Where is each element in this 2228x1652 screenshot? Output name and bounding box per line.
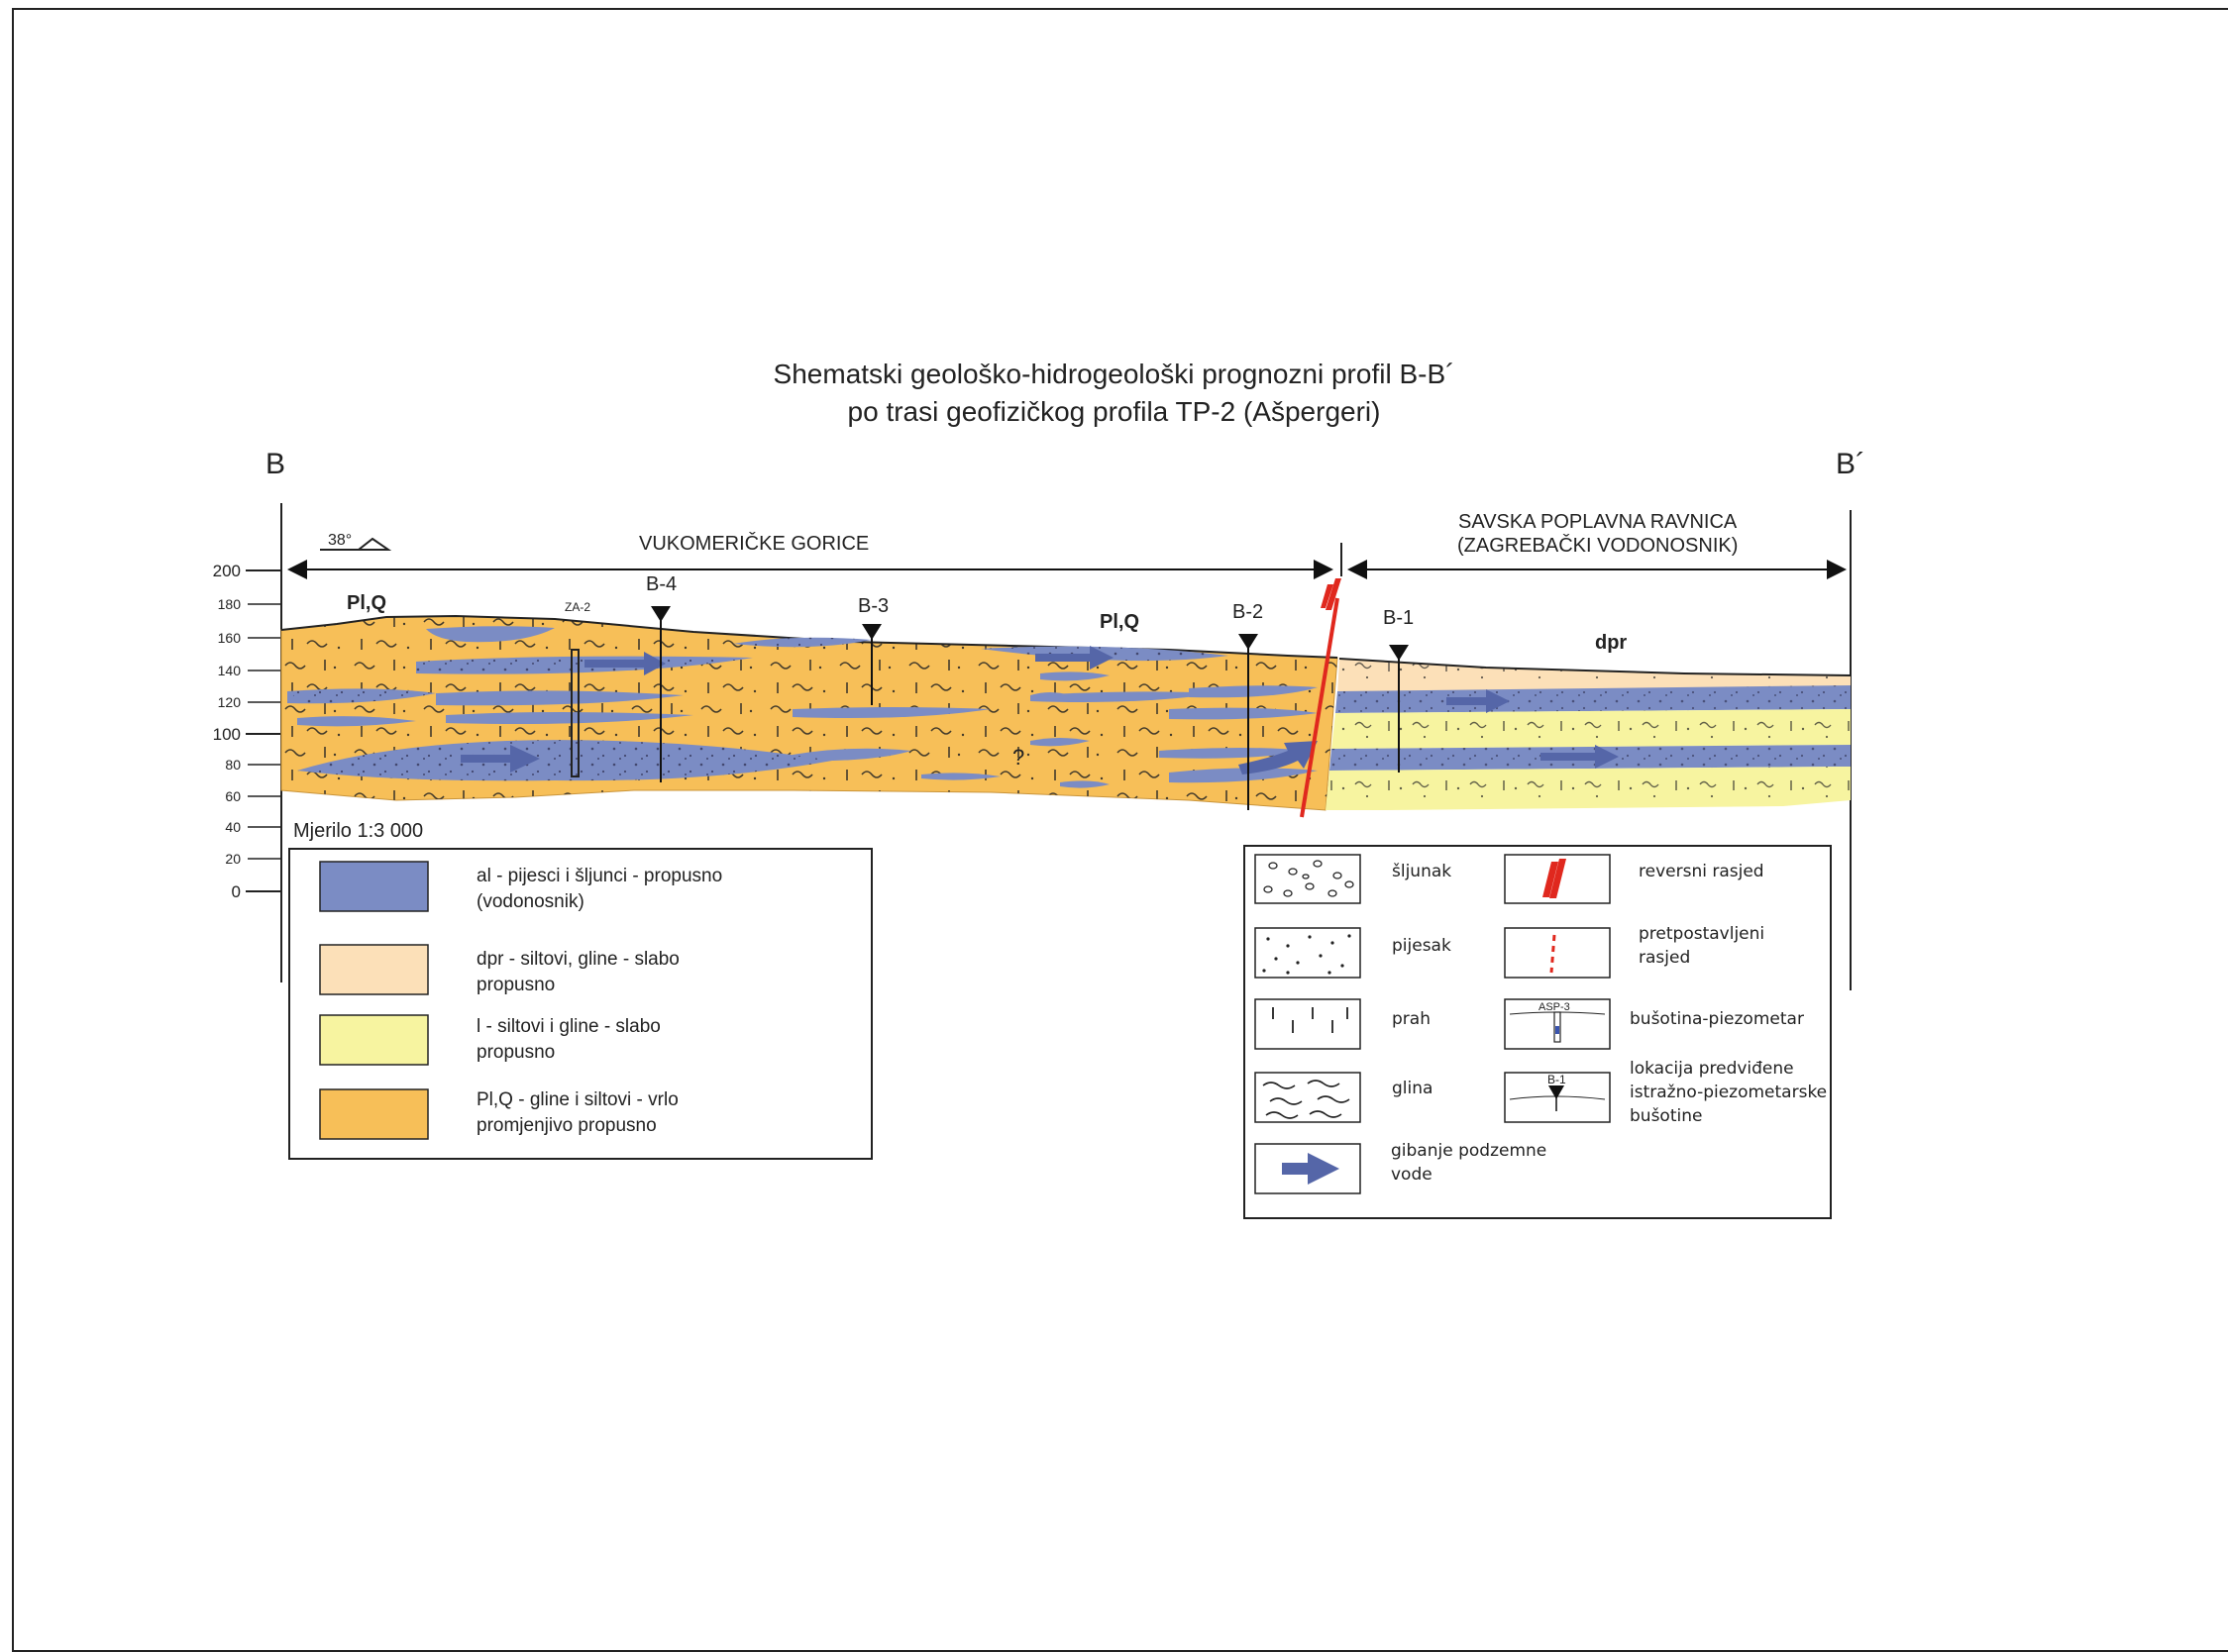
legend-glina-symbol — [1254, 1072, 1361, 1123]
legend-flow-label: gibanje podzemne vode — [1391, 1139, 1546, 1187]
tick-label-180: 180 — [218, 596, 242, 612]
legend-dpr-line2: propusno — [477, 975, 556, 995]
legend-al-line1: al - pijesci i šljunci - propusno — [477, 866, 723, 886]
tick-120: 120 — [218, 694, 281, 710]
legend-assumed-fault-label: pretpostavljeni rasjed — [1639, 922, 1764, 970]
tick-label-200: 200 — [213, 562, 241, 580]
legend-flow-line1: gibanje podzemne — [1391, 1141, 1547, 1161]
tick-100: 100 — [213, 725, 281, 744]
legend-borehole-symbol-label: B-1 — [1547, 1073, 1566, 1086]
east-block — [1326, 658, 1852, 810]
ground-surface-east — [1338, 658, 1852, 676]
legend-piezometer-symbol-label: ASP-3 — [1538, 1001, 1570, 1013]
borehole-b1: B-1 — [1383, 607, 1414, 773]
tick-label-60: 60 — [225, 788, 241, 804]
legend-prah-label: prah — [1392, 1009, 1431, 1029]
tick-200: 200 — [213, 562, 281, 580]
borehole-b2-label: B-2 — [1232, 601, 1263, 623]
title-line-1: Shematski geološko-hidrogeološki prognoz… — [773, 359, 1455, 389]
legend-plq-line1: Pl,Q - gline i siltovi - vrlo — [477, 1089, 679, 1110]
tick-label-80: 80 — [225, 757, 241, 773]
cross-section-diagram: B B´ 38° VUKOMERIČKE GORICE SAVSKA POPLA… — [213, 448, 1865, 1219]
legend-borehole-line3: bušotine — [1630, 1106, 1703, 1126]
legend-swatch-plq — [319, 1088, 429, 1140]
legend-flow-line2: vode — [1391, 1165, 1432, 1185]
legend-piezometer-label: bušotina-piezometar — [1630, 1009, 1804, 1029]
legend-dpr-label: dpr - siltovi, gline - slabo propusno — [477, 947, 680, 998]
elevation-axis: 200 180 160 140 120 100 80 60 40 20 0 — [213, 562, 282, 901]
tick-label-120: 120 — [218, 694, 242, 710]
unit-label-plq-left: Pl,Q — [347, 592, 386, 614]
legend-flow-symbol — [1254, 1143, 1361, 1194]
flow-arrows-section — [461, 646, 1619, 774]
title-line-2: po trasi geofizičkog profila TP-2 (Ašper… — [847, 396, 1381, 427]
profile-end-label: B´ — [1836, 448, 1865, 480]
tick-80: 80 — [225, 757, 281, 773]
borehole-b2: B-2 — [1232, 601, 1263, 810]
za2-piezometer: ZA-2 — [565, 600, 590, 777]
legend-sljunak-label: šljunak — [1392, 862, 1452, 881]
legend-sljunak-symbol — [1254, 854, 1361, 904]
legend-l-line2: propusno — [477, 1042, 556, 1063]
east-zone-label-1: SAVSKA POPLAVNA RAVNICA — [1458, 511, 1738, 533]
tick-160: 160 — [218, 630, 281, 646]
unit-label-dpr: dpr — [1595, 632, 1627, 654]
legend-borehole-symbol: B-1 — [1504, 1072, 1611, 1123]
borehole-b4-label: B-4 — [646, 573, 677, 595]
east-zone-label-2: (ZAGREBAČKI VODONOSNIK) — [1457, 534, 1738, 557]
legend-assumed-fault-line2: rasjed — [1639, 948, 1691, 968]
tick-0: 0 — [232, 882, 281, 901]
aquifer-lenses-west — [287, 626, 1318, 788]
borehole-b3: B-3 — [858, 595, 889, 705]
legend-l-line1: l - siltovi i gline - slabo — [477, 1016, 661, 1037]
legend-al-line2: (vodonosnik) — [477, 891, 584, 912]
legend-reverse-fault-symbol — [1504, 854, 1611, 904]
profile-start-label: B — [265, 448, 285, 480]
tick-140: 140 — [218, 663, 281, 678]
legend-pijesak-label: pijesak — [1392, 936, 1451, 956]
legend-glina-label: glina — [1392, 1079, 1433, 1098]
legend-plq-label: Pl,Q - gline i siltovi - vrlo promjenjiv… — [477, 1087, 679, 1139]
legend-assumed-fault-line1: pretpostavljeni — [1639, 924, 1765, 944]
legend-assumed-fault-symbol — [1504, 927, 1611, 979]
legend-dpr-line1: dpr - siltovi, gline - slabo — [477, 949, 680, 970]
legend-prah-symbol — [1254, 998, 1361, 1050]
legend-borehole-label: lokacija predviđene istražno-piezometars… — [1630, 1057, 1827, 1128]
tick-label-160: 160 — [218, 630, 242, 646]
unit-label-plq-mid: Pl,Q — [1100, 611, 1139, 633]
legend-borehole-line2: istražno-piezometarske — [1630, 1083, 1828, 1102]
ground-surface-west — [280, 614, 1338, 659]
legend-piezometer-symbol: ASP-3 — [1504, 998, 1611, 1050]
tick-60: 60 — [225, 788, 281, 804]
reverse-fault — [1300, 578, 1341, 818]
tick-label-0: 0 — [232, 882, 241, 901]
borehole-b3-label: B-3 — [858, 595, 889, 617]
tick-label-20: 20 — [225, 851, 241, 867]
legend-plq-line2: promjenjivo propusno — [477, 1115, 657, 1136]
tick-20: 20 — [225, 851, 281, 867]
legend-reverse-fault-label: reversni rasjed — [1639, 862, 1764, 881]
borehole-b1-label: B-1 — [1383, 607, 1414, 629]
legend-swatch-l — [319, 1014, 429, 1066]
tick-label-40: 40 — [225, 819, 241, 835]
legend-swatch-al — [319, 861, 429, 912]
tick-180: 180 — [218, 596, 281, 612]
legend-al-label: al - pijesci i šljunci - propusno (vodon… — [477, 864, 722, 915]
legend-l-label: l - siltovi i gline - slabo propusno — [477, 1014, 661, 1066]
tick-label-100: 100 — [213, 725, 241, 744]
west-zone-label: VUKOMERIČKE GORICE — [639, 532, 869, 555]
tick-40: 40 — [225, 819, 281, 835]
legend-swatch-dpr — [319, 944, 429, 995]
question-mark: ? — [1012, 745, 1024, 770]
tick-label-140: 140 — [218, 663, 242, 678]
scale-label: Mjerilo 1:3 000 — [293, 820, 423, 842]
dip-symbol: 38° — [320, 532, 392, 551]
za2-label: ZA-2 — [565, 600, 590, 614]
legend-pijesak-symbol — [1254, 927, 1361, 979]
borehole-b4: B-4 — [646, 573, 677, 782]
dip-label: 38° — [328, 532, 352, 549]
legend-borehole-line1: lokacija predviđene — [1630, 1059, 1794, 1079]
